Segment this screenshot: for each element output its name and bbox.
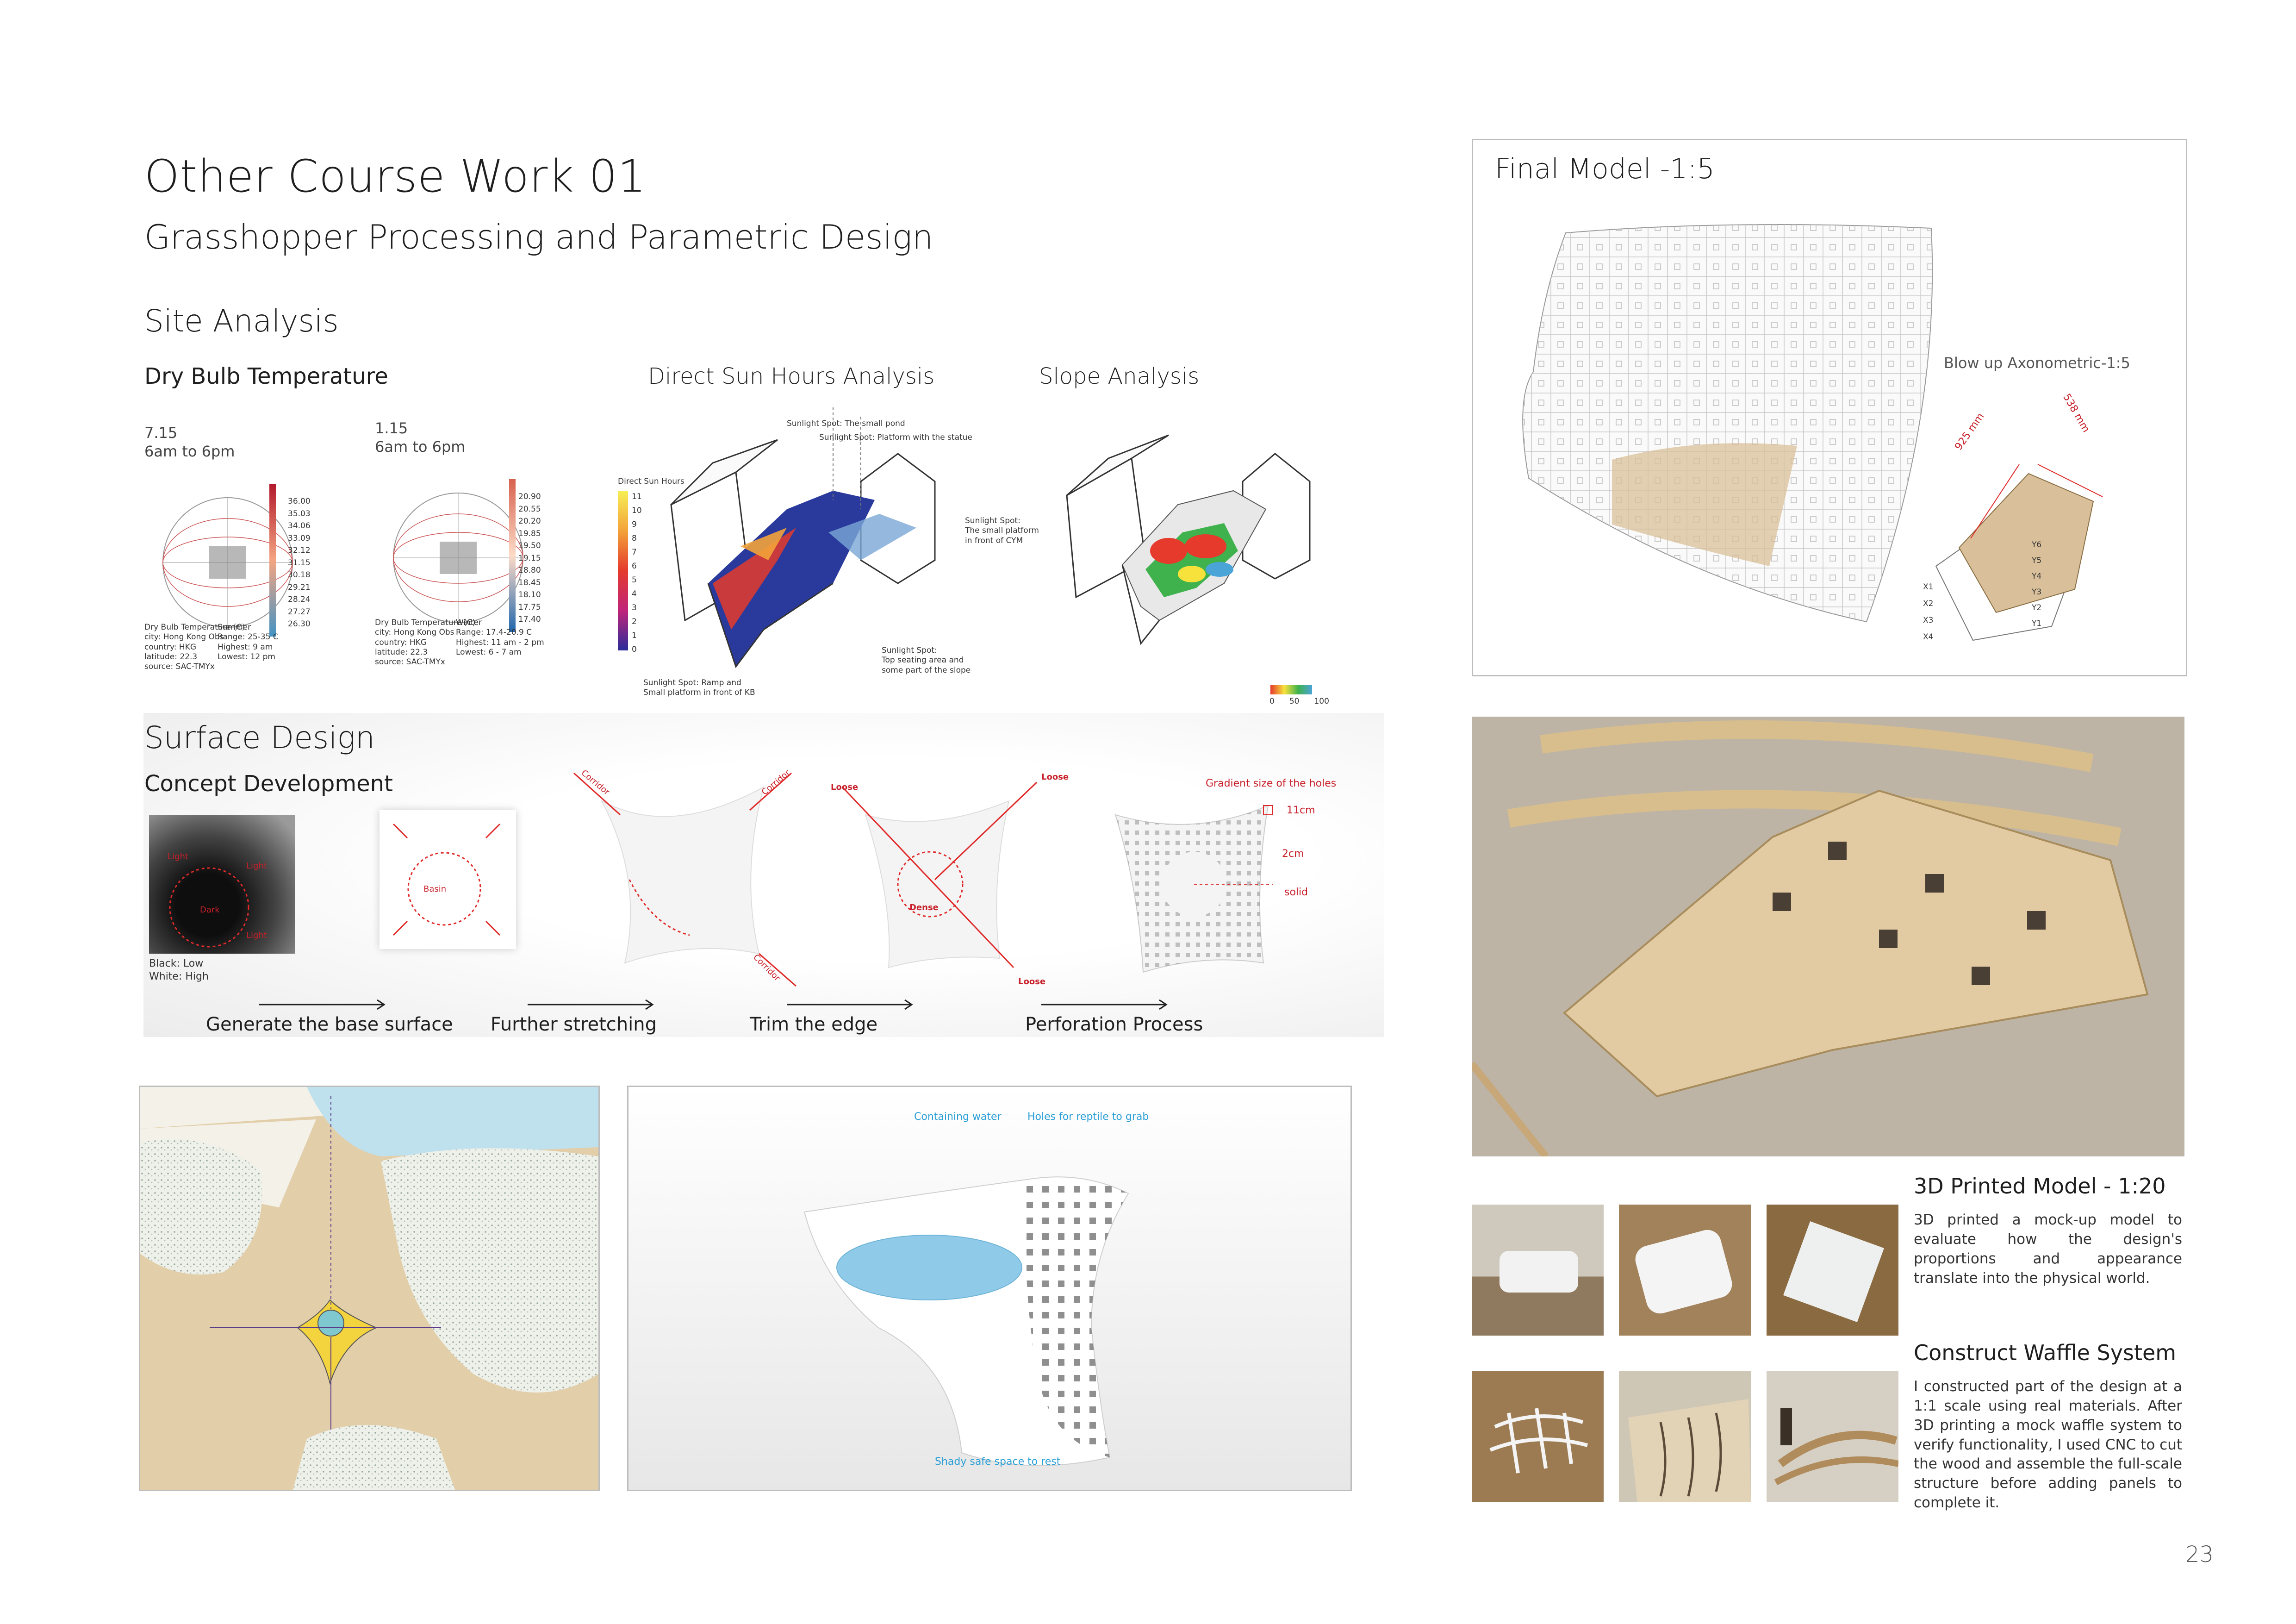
sun-label-seating: Sunlight Spot: Top seating area and some… bbox=[882, 646, 971, 675]
dry-bulb-left-season: Summer Range: 25-35 C Highest: 9 am Lowe… bbox=[218, 623, 279, 662]
loose-label-1: Loose bbox=[831, 782, 859, 792]
printed-photo-1 bbox=[1472, 1205, 1604, 1336]
sun-label-statue: Sunlight Spot: Platform with the statue bbox=[819, 433, 972, 442]
final-model-panel bbox=[1472, 139, 2187, 676]
height-map-outline bbox=[169, 867, 249, 948]
printed-photo-2 bbox=[1619, 1205, 1751, 1336]
sun-label-ramp: Sunlight Spot: Ramp and Small platform i… bbox=[643, 678, 755, 698]
height-map: Light Light Light Dark bbox=[149, 815, 295, 954]
base-surface-drawing bbox=[392, 823, 501, 936]
surface-design-heading: Surface Design bbox=[144, 720, 375, 756]
dry-bulb-title: Dry Bulb Temperature bbox=[144, 363, 388, 389]
printed-text: 3D printed a mock-up model to evaluate h… bbox=[1914, 1212, 2182, 1287]
sun-label-pond: Sunlight Spot: The small pond bbox=[787, 419, 905, 428]
trimmed-surface bbox=[841, 781, 1038, 968]
sun-path-diagram-winter bbox=[393, 479, 523, 632]
stretched-surface bbox=[573, 772, 796, 987]
height-map-light-2: Light bbox=[246, 861, 267, 871]
sun-hours-legend-title: Direct Sun Hours bbox=[618, 477, 684, 486]
waffle-model-photo bbox=[1472, 717, 2184, 1156]
waffle-photo-1-drawing bbox=[1489, 1408, 1588, 1474]
basin-label: Basin bbox=[423, 884, 447, 894]
gradient-title: Gradient size of the holes bbox=[1206, 778, 1337, 789]
render-label-holes: Holes for reptile to grab bbox=[1027, 1111, 1149, 1123]
step-perforation: Perforation Process bbox=[1025, 1014, 1203, 1035]
slope-legend-bar bbox=[1270, 685, 1312, 694]
waffle-photo-2-drawing bbox=[1628, 1399, 1751, 1502]
site-plan bbox=[139, 1086, 600, 1491]
surface-render bbox=[627, 1086, 1352, 1491]
loose-label-3: Loose bbox=[1018, 977, 1046, 987]
sun-label-cym: Sunlight Spot: The small platform in fro… bbox=[965, 516, 1039, 545]
site-analysis-heading: Site Analysis bbox=[144, 303, 339, 339]
waffle-photo-3 bbox=[1767, 1371, 1899, 1502]
height-map-dark: Dark bbox=[200, 905, 220, 915]
dry-bulb-left-info: Dry Bulb Temperature (C) city: Hong Kong… bbox=[144, 623, 245, 671]
step-stretching: Further stretching bbox=[491, 1014, 657, 1035]
dry-bulb-right-season: Winter Range: 17.4-20.9 C Highest: 11 am… bbox=[456, 618, 544, 657]
render-label-shade: Shady safe space to rest bbox=[935, 1456, 1061, 1468]
waffle-title: Construct Waffle System bbox=[1914, 1340, 2177, 1365]
process-arrows bbox=[259, 999, 1168, 1010]
dry-bulb-left-hours: 6am to 6pm bbox=[144, 443, 235, 460]
printed-model-1 bbox=[1500, 1251, 1578, 1293]
blowup-label: Blow up Axonometric-1:5 bbox=[1944, 354, 2130, 372]
slope-title: Slope Analysis bbox=[1039, 363, 1200, 389]
render-label-water: Containing water bbox=[914, 1111, 1002, 1123]
surface-render-drawing bbox=[628, 1087, 1350, 1490]
sun-hours-diagram bbox=[670, 407, 936, 668]
gradient-size-3: solid bbox=[1284, 887, 1308, 898]
dry-bulb-left-caption: 7.15 6am to 6pm bbox=[144, 424, 235, 461]
base-surface-tile: Basin bbox=[380, 810, 516, 949]
site-plan-drawing bbox=[140, 1087, 598, 1490]
printed-model-2 bbox=[1632, 1226, 1736, 1317]
printed-photo-3 bbox=[1767, 1205, 1898, 1336]
sun-path-diagram-summer bbox=[162, 484, 293, 637]
dense-label: Dense bbox=[909, 903, 939, 912]
dry-bulb-right-date: 1.15 bbox=[375, 419, 408, 437]
step-base-surface: Generate the base surface bbox=[206, 1014, 453, 1035]
waffle-photo-2 bbox=[1619, 1371, 1751, 1502]
final-model-title: Final Model -1:5 bbox=[1495, 153, 1715, 185]
gradient-size-2: 2cm bbox=[1282, 848, 1304, 860]
page-subtitle: Grasshopper Processing and Parametric De… bbox=[144, 218, 933, 256]
dry-bulb-right-caption: 1.15 6am to 6pm bbox=[375, 419, 465, 456]
loose-label-2: Loose bbox=[1041, 772, 1069, 782]
printed-model-3 bbox=[1783, 1221, 1884, 1322]
page-title: Other Course Work 01 bbox=[144, 150, 647, 202]
final-model-drawing bbox=[1522, 224, 2103, 641]
waffle-model-photo-drawing bbox=[1472, 717, 2184, 1156]
sun-hours-legend-bar bbox=[618, 491, 628, 650]
waffle-photo-3-drawing bbox=[1774, 1408, 1899, 1486]
perforated-surface bbox=[1114, 805, 1273, 973]
height-map-light-1: Light bbox=[168, 852, 188, 862]
waffle-photo-1 bbox=[1472, 1371, 1604, 1502]
sun-hours-title: Direct Sun Hours Analysis bbox=[648, 363, 935, 389]
dry-bulb-right-hours: 6am to 6pm bbox=[375, 438, 466, 456]
height-map-caption: Black: Low White: High bbox=[149, 958, 209, 982]
dry-bulb-right-info: Dry Bulb Temperature (C) city: Hong Kong… bbox=[375, 618, 476, 667]
slope-diagram bbox=[1066, 434, 1311, 645]
waffle-text: I constructed part of the design at a 1:… bbox=[1914, 1378, 2182, 1512]
printed-title: 3D Printed Model - 1:20 bbox=[1914, 1174, 2166, 1199]
height-map-light-3: Light bbox=[246, 931, 267, 940]
concept-development-title: Concept Development bbox=[144, 771, 393, 797]
gradient-size-1: 11cm bbox=[1287, 805, 1315, 816]
page-number: 23 bbox=[2185, 1542, 2214, 1568]
dry-bulb-left-date: 7.15 bbox=[144, 424, 178, 442]
step-trim-edge: Trim the edge bbox=[750, 1014, 878, 1035]
